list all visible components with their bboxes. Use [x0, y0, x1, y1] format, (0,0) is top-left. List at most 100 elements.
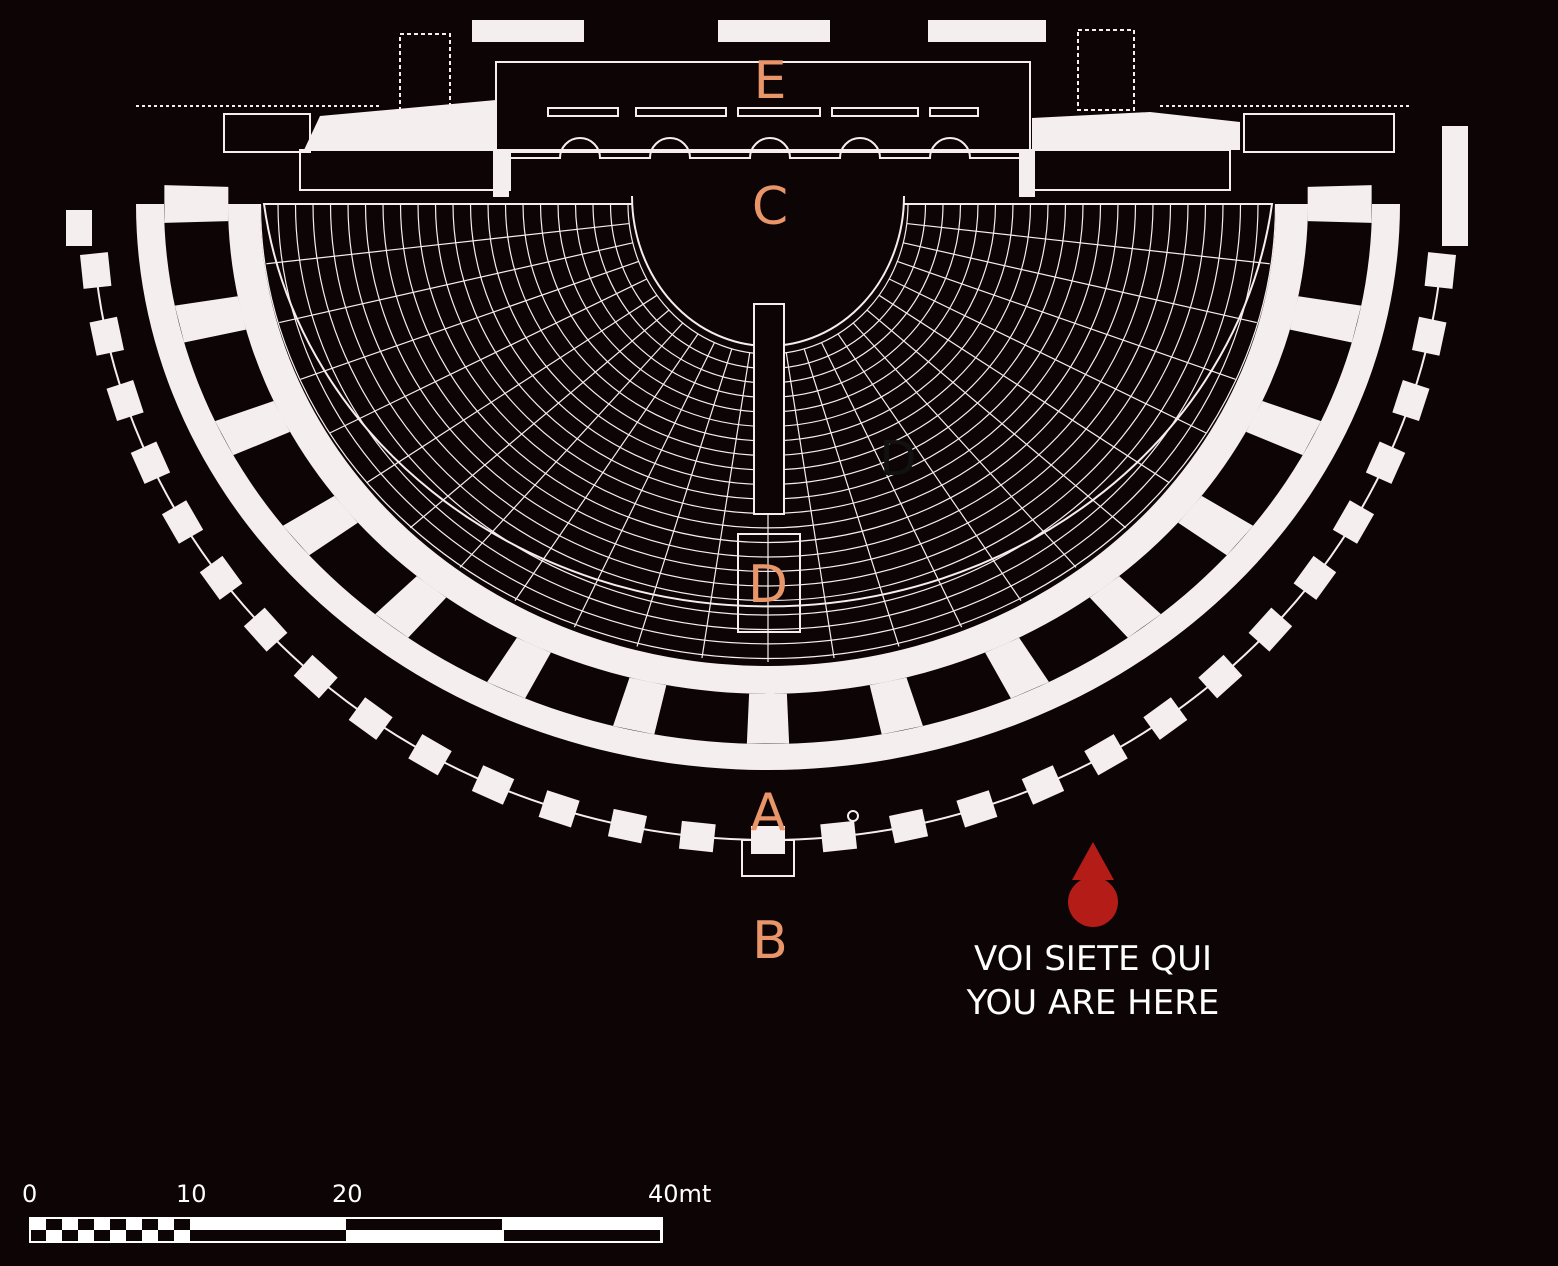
main-entrance — [741, 676, 859, 877]
central-entrance-block — [737, 533, 801, 633]
radial-wall — [375, 576, 447, 638]
arcade-pier — [89, 316, 125, 356]
top-block-left — [472, 20, 584, 42]
central-aisle — [753, 303, 785, 515]
zone-label-d-right: D — [880, 431, 917, 487]
radial-wall — [214, 401, 290, 456]
scale-check-square — [142, 1218, 158, 1230]
arcade-pier — [80, 252, 112, 289]
arcade-pier — [130, 441, 171, 484]
scale-check-square — [46, 1218, 62, 1230]
radial-wall — [174, 296, 247, 343]
scale-bar: 0 10 20 40mt — [22, 1180, 711, 1243]
arcade-pier — [820, 820, 858, 853]
scale-check-square — [30, 1230, 46, 1242]
arcade-pier — [1198, 654, 1243, 699]
stair-line — [279, 242, 633, 324]
arcade-pier — [1084, 734, 1128, 776]
arcade-pier — [1021, 765, 1065, 805]
stair-line — [514, 333, 699, 601]
scale-check-square — [62, 1230, 78, 1242]
pulpitum-front — [508, 137, 1020, 159]
scale-label-10: 10 — [176, 1180, 207, 1208]
zone-label-d-lower: D — [748, 555, 788, 615]
stair-line — [837, 333, 1022, 601]
stair-line — [803, 348, 900, 647]
radial-wall — [1307, 185, 1372, 223]
radial-wall — [1246, 401, 1322, 456]
scale-check-square — [126, 1230, 142, 1242]
arcade-pier — [678, 820, 716, 853]
arcade-pier — [348, 697, 393, 740]
scale-label-40: 40mt — [648, 1180, 711, 1208]
stair-line — [459, 322, 684, 568]
top-block-center — [718, 20, 830, 42]
radial-wall — [282, 495, 358, 556]
arcade-pier — [243, 607, 288, 652]
stair-line — [866, 309, 1127, 529]
stair-line — [906, 222, 1270, 265]
stair-line — [573, 342, 715, 628]
cavea — [259, 195, 1277, 662]
stair-line — [266, 222, 630, 265]
stair-line — [701, 352, 751, 659]
arcade-pier — [1293, 555, 1337, 600]
arcade-pier — [538, 790, 580, 828]
arcade-pier — [106, 380, 144, 422]
radial-wall — [613, 677, 667, 735]
radial-wall — [487, 637, 551, 699]
scale-check-square — [94, 1230, 110, 1242]
stair-line — [903, 242, 1257, 324]
arcade-pier — [1365, 441, 1406, 484]
stair-line — [878, 294, 1170, 484]
radial-wall — [1089, 576, 1161, 638]
arcade-pier — [956, 790, 998, 828]
arcade-pier — [471, 765, 515, 805]
scale-check-square — [174, 1218, 190, 1230]
arcade-pier — [161, 500, 204, 544]
stair-line — [821, 342, 963, 628]
arcade-pier — [1332, 500, 1375, 544]
stair-line — [785, 352, 835, 659]
radial-wall — [869, 677, 923, 735]
stair-line — [366, 294, 658, 484]
scale-label-0: 0 — [22, 1180, 37, 1208]
side-wings — [66, 100, 1468, 246]
scale-checker — [30, 1218, 190, 1242]
arcade-pier — [1411, 316, 1447, 356]
radial-wall — [1289, 296, 1362, 343]
zone-label-a: A — [750, 783, 786, 843]
top-block-right — [928, 20, 1046, 42]
stair-line — [329, 278, 648, 434]
stair-line — [636, 348, 733, 647]
arcade-pier — [293, 654, 338, 699]
you-are-here-italian: VOI SIETE QUI — [974, 939, 1212, 979]
scale-check-square — [78, 1218, 94, 1230]
outer-arcade — [80, 252, 1456, 854]
stair-line — [888, 278, 1207, 434]
stair-line — [852, 322, 1077, 568]
you-are-here-marker: VOI SIETE QUI YOU ARE HERE — [966, 842, 1220, 1023]
scale-label-20: 20 — [332, 1180, 363, 1208]
arcade-pier — [607, 808, 647, 844]
location-pin-icon — [1068, 842, 1118, 927]
scaena-niches — [547, 107, 979, 117]
arcade-pier — [1143, 697, 1188, 740]
you-are-here-english: YOU ARE HERE — [966, 983, 1220, 1023]
radial-wall — [985, 637, 1049, 699]
zone-label-e: E — [754, 51, 787, 111]
arcade-pier — [1392, 380, 1430, 422]
arcade-pier — [889, 808, 929, 844]
stair-line — [409, 309, 670, 529]
stair-line — [300, 260, 639, 380]
radial-wall — [164, 185, 229, 223]
scale-check-square — [158, 1230, 174, 1242]
arcade-pier — [1248, 607, 1293, 652]
arcade-pier — [1424, 252, 1456, 289]
zone-label-b: B — [752, 911, 788, 971]
arcade-pier — [408, 734, 452, 776]
arcade-pier — [199, 555, 243, 600]
stair-line — [897, 260, 1236, 380]
radial-wall — [1178, 495, 1254, 556]
